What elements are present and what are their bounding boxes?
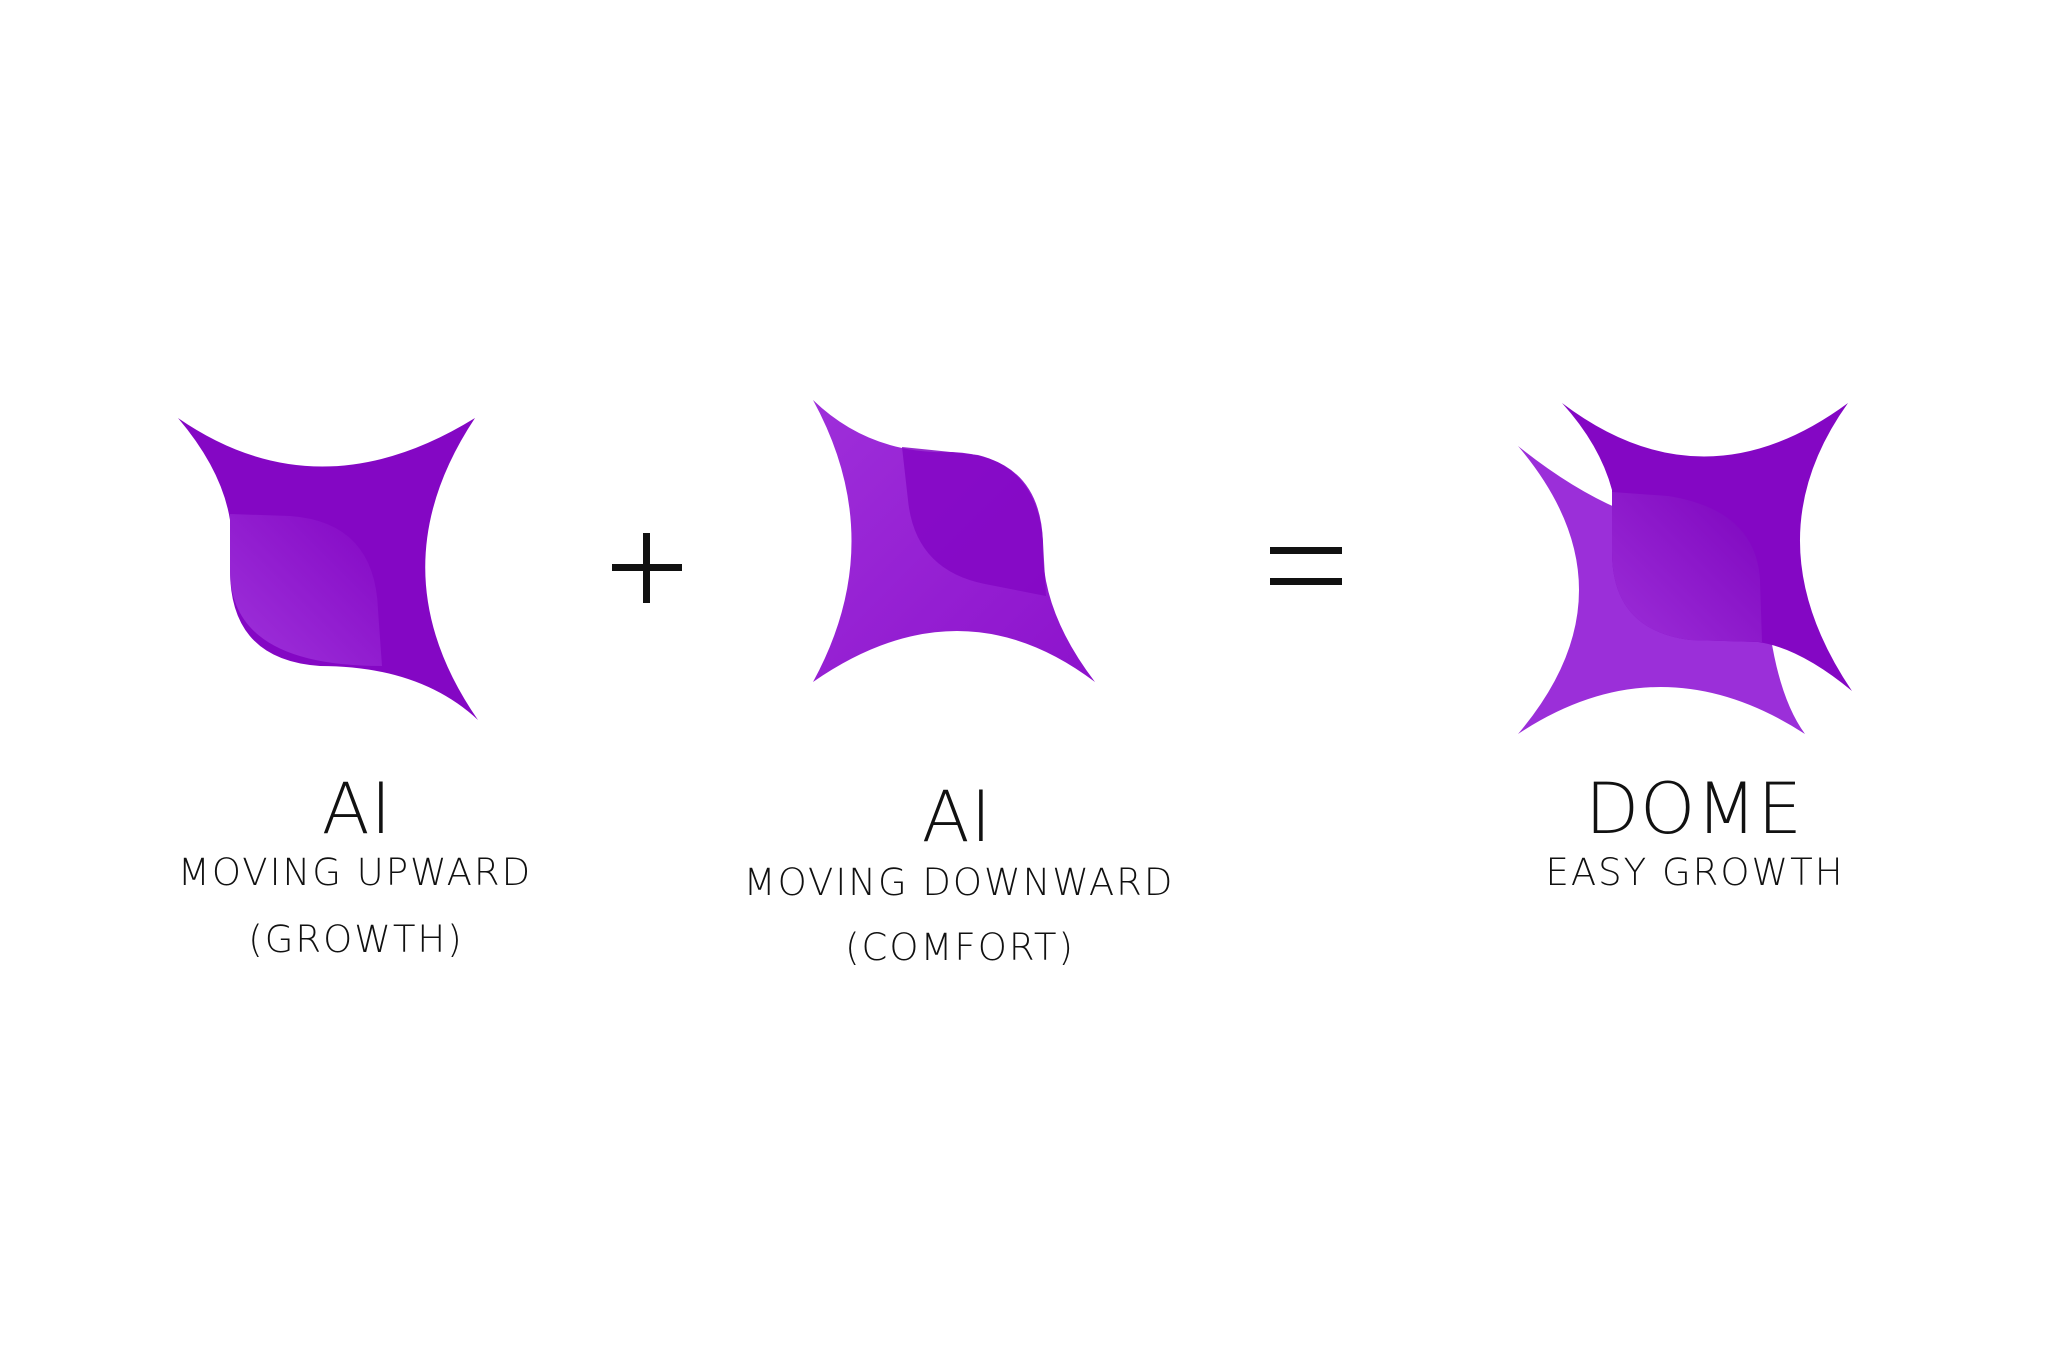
dome-mark-icon <box>1518 403 1852 734</box>
equals-sign-icon <box>1270 547 1342 585</box>
downward-mark-icon <box>813 400 1095 682</box>
upward-mark-icon <box>178 418 478 720</box>
dome-subtitle: EASY GROWTH <box>1545 851 1845 894</box>
plus-sign-icon <box>612 533 682 603</box>
downward-mark-title: AI <box>921 776 993 858</box>
downward-mark-note: (COMFORT) <box>845 926 1075 969</box>
downward-mark-highlight <box>902 447 1046 596</box>
downward-mark-subtitle: MOVING DOWNWARD <box>743 861 1175 904</box>
dome-overlap-shape <box>1612 492 1762 642</box>
upward-mark-note: (GROWTH) <box>248 918 464 961</box>
upward-mark-title: AI <box>321 768 393 850</box>
upward-mark-subtitle: MOVING UPWARD <box>177 851 533 894</box>
upward-mark-highlight <box>230 514 382 666</box>
dome-title: DOME <box>1585 768 1803 850</box>
